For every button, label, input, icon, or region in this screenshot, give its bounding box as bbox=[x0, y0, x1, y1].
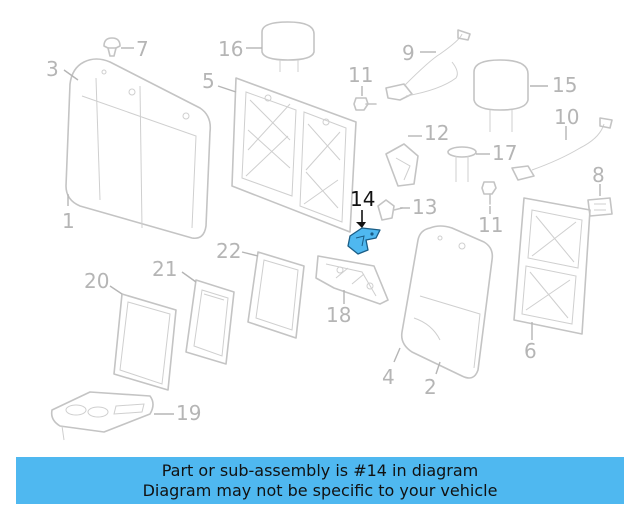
part-21-pad bbox=[185, 279, 235, 365]
part-16-headrest bbox=[261, 21, 315, 72]
part-12-cover bbox=[385, 143, 419, 187]
part-14-bracket-highlighted[interactable] bbox=[347, 227, 381, 255]
callout-16: 16 bbox=[218, 37, 243, 61]
callout-2: 2 bbox=[424, 375, 437, 399]
callout-3: 3 bbox=[46, 57, 59, 81]
callout-17: 17 bbox=[492, 141, 517, 165]
callout-9: 9 bbox=[402, 41, 415, 65]
callout-14: 14 bbox=[350, 187, 375, 211]
part-7-clip bbox=[103, 37, 121, 57]
part-2-seatback bbox=[400, 225, 494, 379]
part-9-cable bbox=[385, 29, 471, 101]
part-11-bolt-top bbox=[353, 97, 377, 111]
callout-12: 12 bbox=[424, 121, 449, 145]
part-10-cable bbox=[511, 117, 613, 181]
part-17-bushing bbox=[447, 146, 477, 182]
part-15-headrest bbox=[473, 59, 529, 132]
parts-diagram: 7 16 3 1 5 11 bbox=[46, 21, 613, 441]
arrow-14 bbox=[356, 222, 366, 228]
banner-line-2: Diagram may not be specific to your vehi… bbox=[142, 480, 498, 500]
callout-22: 22 bbox=[216, 239, 241, 263]
part-3-seatback-left bbox=[65, 58, 212, 240]
part-22-pad bbox=[247, 251, 305, 339]
callout-11-top: 11 bbox=[348, 63, 373, 87]
callout-10: 10 bbox=[554, 105, 579, 129]
callout-20: 20 bbox=[84, 269, 109, 293]
banner-line-1: Part or sub-assembly is #14 in diagram bbox=[161, 460, 479, 480]
part-8-latch bbox=[587, 197, 613, 217]
callout-6: 6 bbox=[524, 339, 537, 363]
part-6-seatback-frame bbox=[513, 197, 591, 335]
callout-11-lower: 11 bbox=[478, 213, 503, 237]
callout-13: 13 bbox=[412, 195, 437, 219]
callout-8: 8 bbox=[592, 163, 605, 187]
callout-5: 5 bbox=[202, 69, 215, 93]
callout-21: 21 bbox=[152, 257, 177, 281]
part-20-pad bbox=[113, 293, 177, 391]
part-5-seatback-frame bbox=[231, 77, 357, 233]
callout-4: 4 bbox=[382, 365, 395, 389]
callout-7: 7 bbox=[136, 37, 149, 61]
callout-19: 19 bbox=[176, 401, 201, 425]
part-19-armrest bbox=[50, 391, 154, 441]
part-13-bolt bbox=[377, 199, 403, 221]
part-18-bracket bbox=[315, 255, 389, 305]
callout-15: 15 bbox=[552, 73, 577, 97]
info-banner: Part or sub-assembly is #14 in diagram D… bbox=[16, 457, 624, 504]
callout-1: 1 bbox=[62, 209, 75, 233]
callout-18: 18 bbox=[326, 303, 351, 327]
part-11-bolt-lower bbox=[481, 181, 497, 205]
